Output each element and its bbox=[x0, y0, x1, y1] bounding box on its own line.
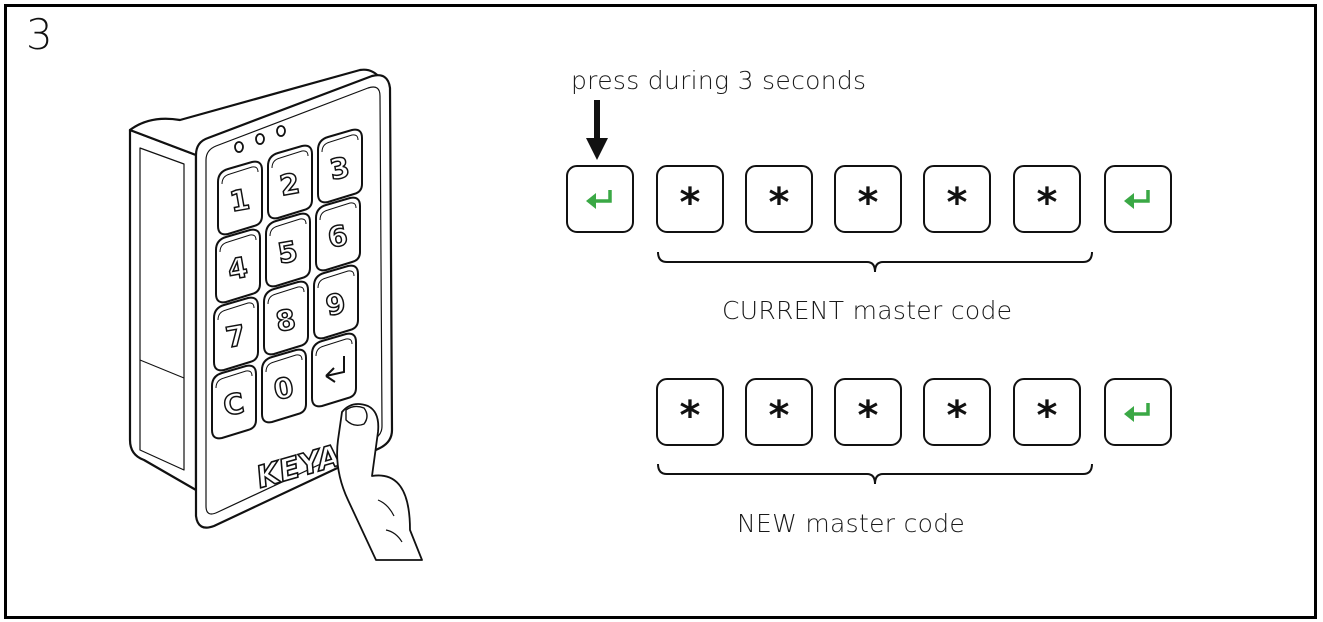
down-arrow-icon bbox=[586, 100, 608, 160]
new-code-digit-key: * bbox=[1013, 378, 1081, 446]
device-key-2: 2 bbox=[267, 144, 313, 220]
led-indicators bbox=[234, 125, 286, 153]
pointing-finger-icon bbox=[336, 403, 423, 561]
enter-key-hold bbox=[566, 165, 634, 233]
enter-arrow-icon bbox=[1124, 403, 1150, 422]
device-key-4: 4 bbox=[215, 228, 261, 304]
device-enter-key bbox=[311, 332, 357, 408]
enter-arrow-icon bbox=[586, 190, 612, 209]
enter-key-confirm-new bbox=[1104, 378, 1172, 446]
device-key-9: 9 bbox=[313, 264, 359, 340]
step-number: 3 bbox=[26, 10, 53, 59]
hold-instruction-text: press during 3 seconds bbox=[571, 66, 867, 95]
device-key-3: 3 bbox=[317, 128, 363, 204]
device-key-6: 6 bbox=[315, 196, 361, 272]
enter-arrow-icon bbox=[1124, 190, 1150, 209]
svg-text:C: C bbox=[221, 386, 247, 422]
current-code-bracket bbox=[657, 251, 1093, 273]
diagram-frame bbox=[4, 4, 1317, 619]
new-code-digit-key: * bbox=[923, 378, 991, 446]
new-code-digit-key: * bbox=[834, 378, 902, 446]
device-enter-icon bbox=[325, 356, 345, 383]
device-key-8: 8 bbox=[263, 280, 309, 356]
device-key-0: 0 bbox=[261, 348, 307, 424]
current-code-digit-key: * bbox=[834, 165, 902, 233]
device-key-7: 7 bbox=[213, 296, 259, 372]
current-code-digit-key: * bbox=[656, 165, 724, 233]
new-code-digit-key: * bbox=[745, 378, 813, 446]
new-code-label: NEW master code bbox=[737, 509, 966, 538]
enter-key-confirm-current bbox=[1104, 165, 1172, 233]
device-key-5: 5 bbox=[265, 212, 311, 288]
current-code-digit-key: * bbox=[1013, 165, 1081, 233]
current-code-label: CURRENT master code bbox=[722, 296, 1013, 325]
new-code-bracket bbox=[657, 463, 1093, 485]
device-key-c: C bbox=[211, 364, 257, 440]
current-code-digit-key: * bbox=[923, 165, 991, 233]
current-code-digit-key: * bbox=[745, 165, 813, 233]
device-key-1: 1 bbox=[217, 160, 263, 236]
new-code-digit-key: * bbox=[656, 378, 724, 446]
